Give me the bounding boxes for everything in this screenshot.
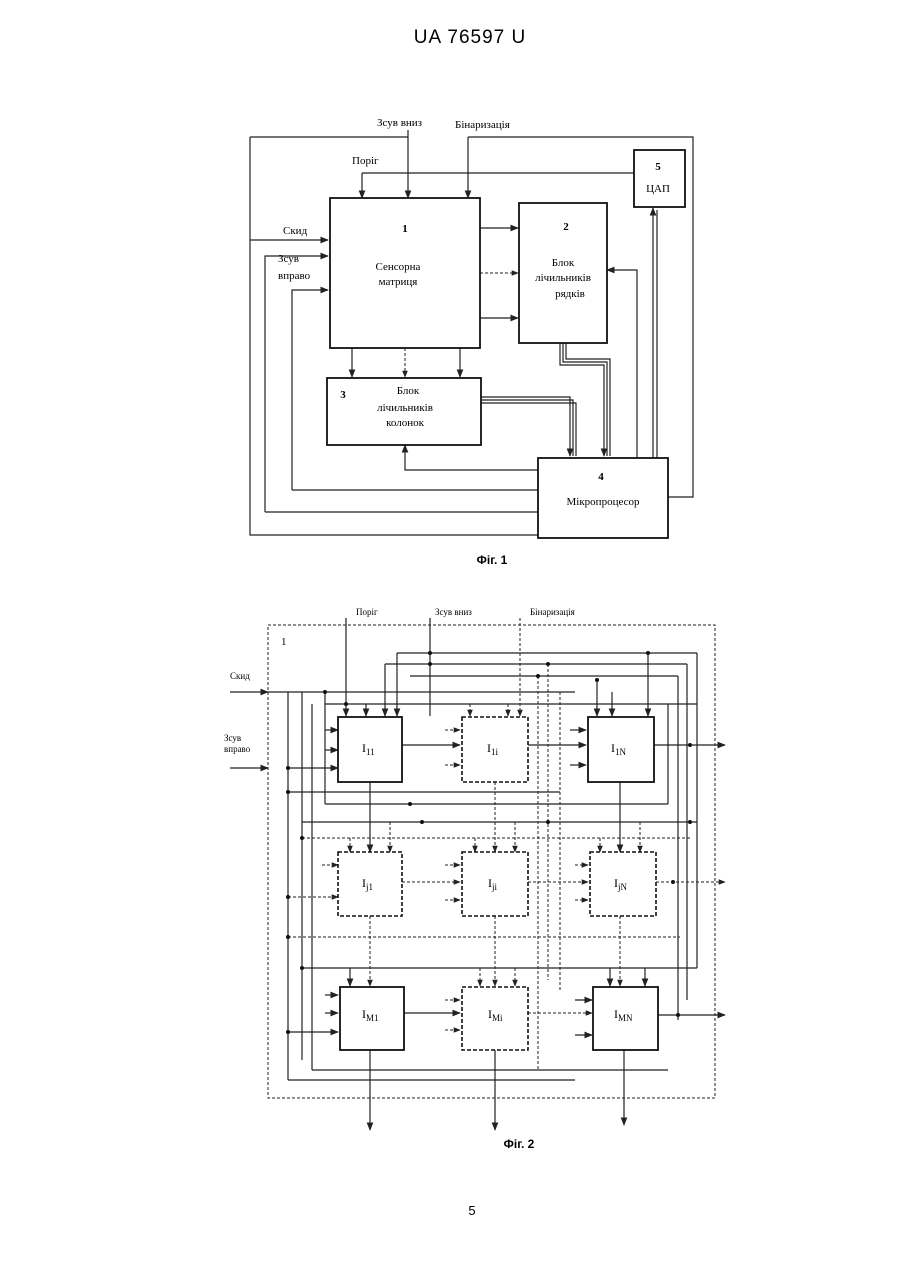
fig1-label-reset: Скид [283, 225, 308, 237]
page-number: 5 [468, 1203, 475, 1218]
fig2-label-shift-right-1: Зсув [224, 733, 241, 743]
block-2-line-3: рядків [555, 288, 585, 300]
fig1-label-threshold: Поріг [352, 155, 379, 167]
block-3-number: 3 [340, 389, 346, 401]
fig1-label-binarization: Бінаризація [455, 119, 510, 131]
block-4-number: 4 [598, 471, 604, 483]
fig2-label-shift-right-2: вправо [224, 744, 251, 754]
fig1-label-shift-right-2: вправо [278, 270, 311, 282]
patent-header: UA 76597 U [414, 27, 526, 48]
block-5-number: 5 [655, 161, 661, 173]
fig1-label-shift-right-1: Зсув [278, 253, 299, 265]
block-5-line-1: ЦАП [646, 183, 670, 195]
fig2-label-shift-down: Зсув вниз [435, 607, 472, 617]
fig1-label-shift-down: Зсув вниз [377, 117, 422, 129]
figure-2: I11 I1i I1N Ij1 Iji IjN IM1 IMi IMN 1 По… [224, 607, 725, 1130]
fig2-frame-label: 1 [281, 636, 287, 648]
block-2-line-1: Блок [552, 257, 575, 269]
sensor-matrix-block [330, 198, 480, 348]
block-1-line-2: матриця [379, 276, 418, 288]
dac-block [634, 150, 685, 207]
block-3-line-3: колонок [386, 417, 425, 429]
figure-1: 1 Сенсорна матриця 2 Блок лічильників ря… [250, 117, 693, 538]
fig2-label-binarization: Бінаризація [530, 607, 575, 617]
block-1-number: 1 [402, 223, 408, 235]
fig2-label-reset: Скид [230, 671, 250, 681]
block-1-line-1: Сенсорна [376, 261, 421, 273]
block-3-line-2: лічильників [377, 402, 433, 414]
block-3-line-1: Блок [397, 385, 420, 397]
block-4-line-1: Мікропроцесор [567, 496, 640, 508]
figure-1-caption: Фіг. 1 [477, 553, 508, 567]
figure-2-caption: Фіг. 2 [504, 1137, 535, 1151]
fig2-label-threshold: Поріг [356, 607, 378, 617]
block-2-number: 2 [563, 221, 569, 233]
block-2-line-2: лічильників [535, 272, 591, 284]
